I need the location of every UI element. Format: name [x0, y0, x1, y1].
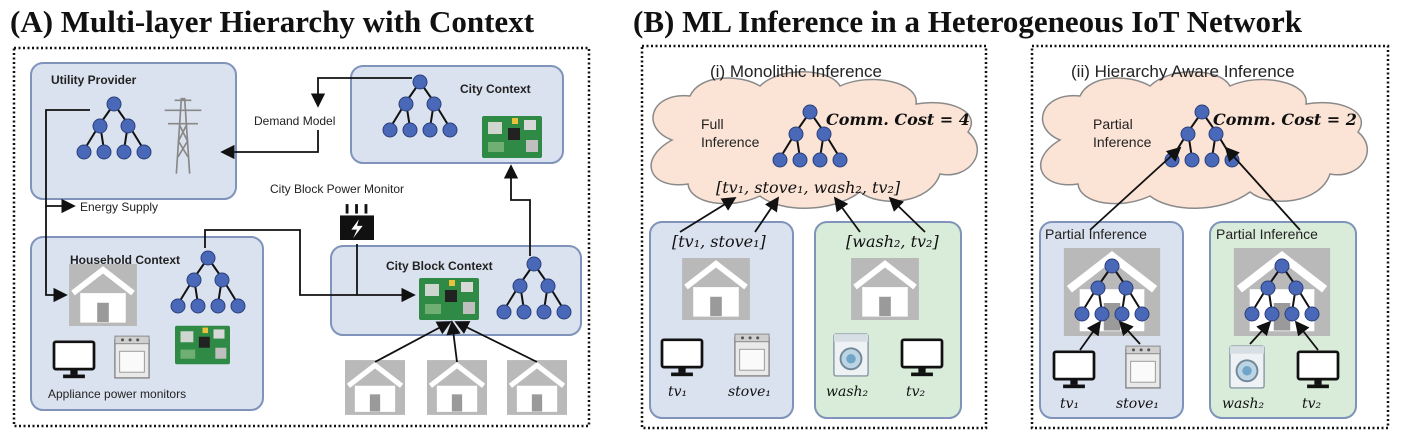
b1-arrows	[679, 196, 926, 233]
panel-b1-frame	[640, 44, 988, 430]
block-house-3-icon	[507, 360, 567, 415]
b2-right-partial-label: Partial Inference	[1216, 226, 1318, 242]
b2-comm-cost: Comm. Cost = 2	[1213, 110, 1357, 129]
b2-title: (ii) Hierarchy Aware Inference	[1071, 62, 1295, 81]
b2-left-partial-label: Partial Inference	[1045, 226, 1147, 242]
panel-b-title: (B) ML Inference in a Heterogeneous IoT …	[633, 4, 1303, 39]
household-house-icon	[69, 264, 137, 326]
b1-tv2-label: tv₂	[906, 384, 926, 400]
block-house-2-icon	[427, 360, 487, 415]
b1-tv1-label: tv₁	[668, 384, 688, 400]
block-house-1-icon	[345, 360, 405, 415]
stove-icon	[114, 335, 150, 379]
partial-inference-cloud	[1040, 71, 1369, 209]
power-monitor-icon	[340, 204, 374, 240]
b1-comm-cost: Comm. Cost = 4	[826, 110, 970, 129]
demand-model-label: Demand Model	[254, 114, 336, 128]
partial-label-1: Partial	[1093, 116, 1133, 132]
full-label-2: Inference	[701, 134, 760, 150]
household-context-label: Household Context	[70, 253, 180, 267]
b1-washer2-icon	[832, 333, 870, 377]
b2-stove1-icon	[1125, 345, 1161, 389]
b2-arrows	[1079, 146, 1319, 351]
b2-tv1-label: tv₁	[1060, 396, 1080, 412]
utility-provider-label: Utility Provider	[51, 73, 137, 87]
b1-left-house-icon	[682, 258, 750, 320]
city-board-icon	[482, 116, 542, 158]
panel-a-arrows	[45, 77, 538, 363]
household-board-icon	[175, 325, 230, 365]
b2-tv2-label: tv₂	[1302, 396, 1322, 412]
city-block-power-monitor-label: City Block Power Monitor	[270, 182, 405, 196]
b1-stove1-icon	[734, 333, 770, 377]
b1-left-vector: [tv₁, stove₁]	[672, 232, 766, 251]
appliance-power-monitors-label: Appliance power monitors	[48, 387, 187, 401]
city-block-board-icon	[419, 278, 479, 320]
energy-supply-label: Energy Supply	[80, 200, 159, 214]
panel-a-title: (A) Multi-layer Hierarchy with Context	[10, 4, 535, 39]
b1-right-house-icon	[851, 258, 919, 320]
b1-right-vector: [wash₂, tv₂]	[846, 232, 939, 251]
city-block-context-label: City Block Context	[386, 259, 493, 273]
full-label-1: Full	[701, 116, 724, 132]
b2-stove1-label: stove₁	[1116, 396, 1160, 412]
b1-title: (i) Monolithic Inference	[710, 62, 882, 81]
b2-washer2-icon	[1228, 345, 1266, 389]
b1-wash2-label: wash₂	[826, 384, 869, 400]
b1-cloud-vector: [tv₁, stove₁, wash₂, tv₂]	[716, 178, 901, 197]
b2-wash2-label: wash₂	[1222, 396, 1265, 412]
partial-label-2: Inference	[1093, 134, 1152, 150]
b1-stove1-label: stove₁	[728, 384, 772, 400]
city-context-label: City Context	[460, 82, 531, 96]
